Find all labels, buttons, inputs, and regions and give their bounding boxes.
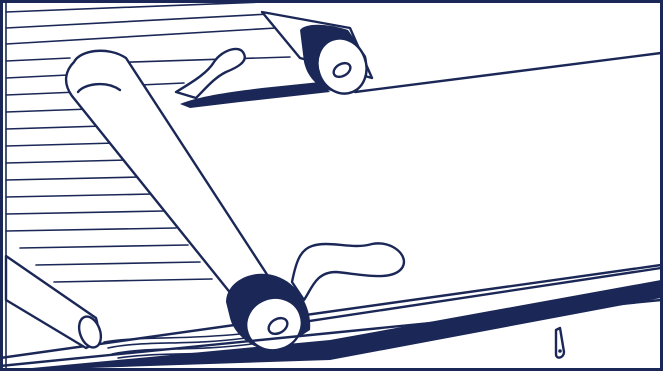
- gutter-hanger-icon: [556, 328, 564, 358]
